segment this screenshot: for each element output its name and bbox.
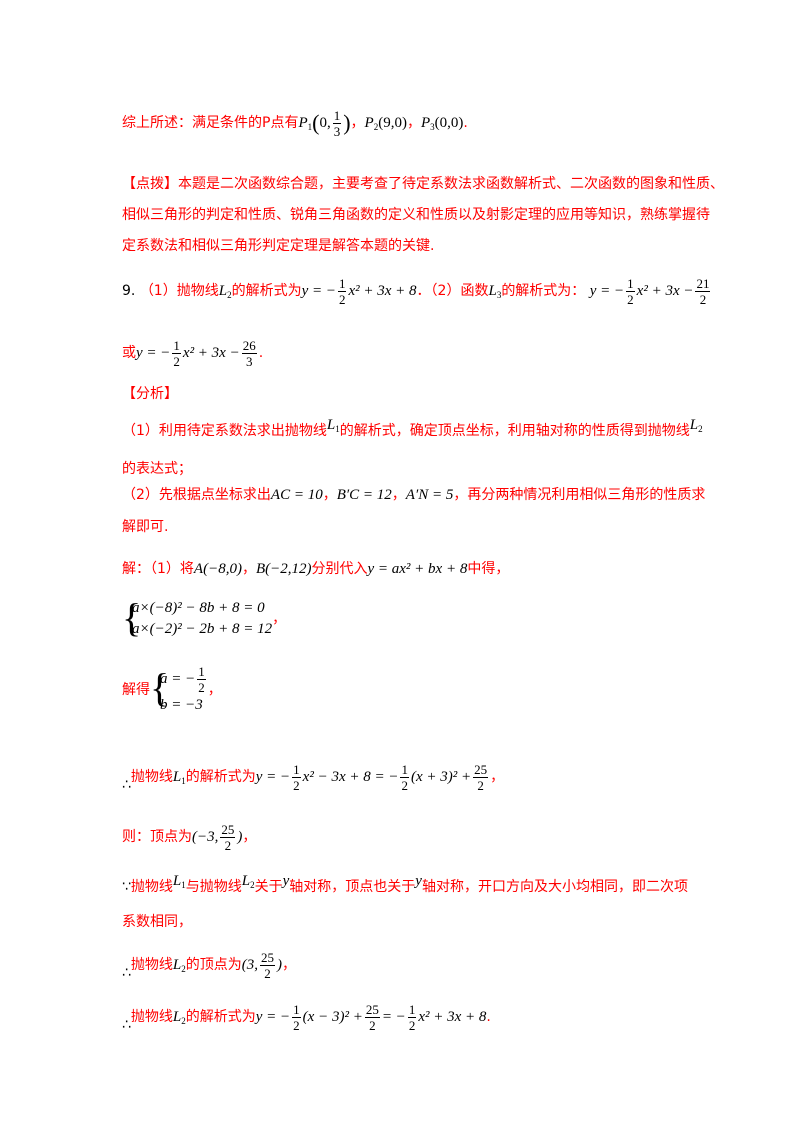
point-p3: P3(0,0): [420, 114, 464, 132]
analysis-step-2: （2）先根据点坐标求出AC = 10，B′C = 12，A′N = 5，再分两种…: [122, 487, 706, 503]
point-p2: P2(9,0): [364, 114, 407, 132]
question-number: 9.: [122, 282, 136, 299]
comment-line-1: 【点拨】本题是二次函数综合题，主要考查了待定系数法求函数解析式、二次函数的图象和…: [122, 176, 724, 192]
symmetry-line: ∵抛物线L1与抛物线L2关于y轴对称，顶点也关于y轴对称，开口方向及大小均相同，…: [122, 873, 688, 895]
analysis-step-1-cont: 的表达式；: [122, 461, 192, 477]
comment-line-2: 相似三角形的判定和性质、锐角三角函数的定义和性质以及射影定理的应用等知识，熟练掌…: [122, 207, 710, 223]
symmetry-line-cont: 系数相同，: [122, 914, 192, 930]
summary-lead: 综上所述：满足条件的P点有: [122, 114, 299, 131]
analysis-title: 【分析】: [122, 386, 178, 402]
analysis-step-1: （1）利用待定系数法求出抛物线L1的解析式，确定顶点坐标，利用轴对称的性质得到抛…: [122, 417, 703, 439]
comment-line-3: 定系数法和相似三角形判定定理是解答本题的关键.: [122, 238, 435, 254]
solution-intro: 解：（1）将A(−8,0)，B(−2,12)分别代入y = ax² + bx +…: [122, 561, 510, 577]
analysis-step-2-cont: 解即可.: [122, 519, 169, 535]
